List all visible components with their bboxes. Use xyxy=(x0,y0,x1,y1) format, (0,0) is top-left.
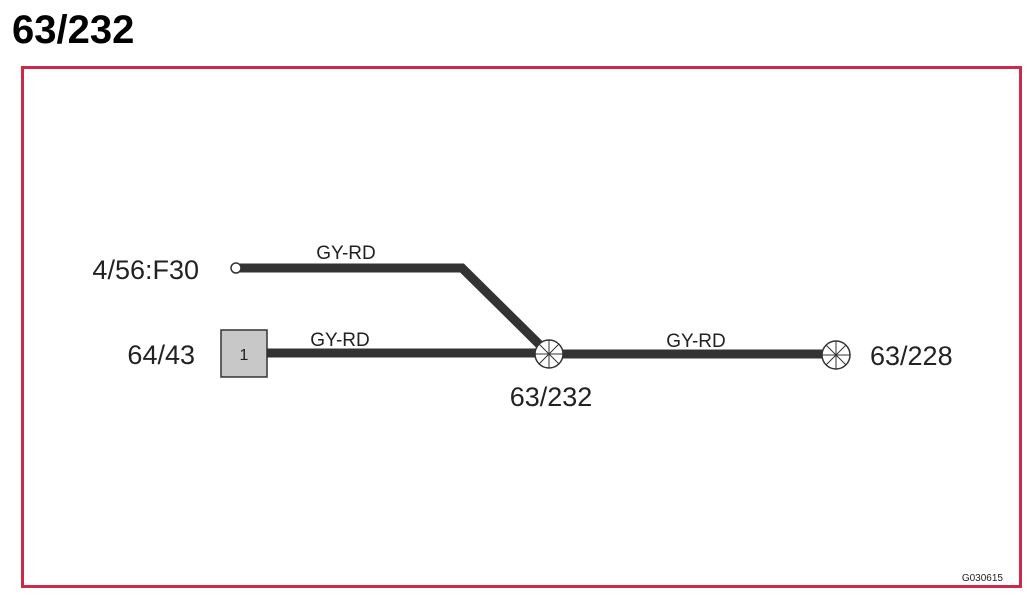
terminal-end-icon xyxy=(230,262,242,274)
splice-end-icon xyxy=(821,340,851,370)
terminal-label-left-bottom: 64/43 xyxy=(127,340,195,370)
wire-upper-label: GY-RD xyxy=(316,243,375,264)
figure-id: G030615 xyxy=(962,573,1004,584)
terminal-label-left-top: 4/56:F30 xyxy=(92,255,199,285)
connector-pin-label: 1 xyxy=(240,347,249,364)
splice-icon xyxy=(534,339,564,369)
page-title: 63/232 xyxy=(12,8,135,52)
connector-64-43: 1 xyxy=(220,329,268,378)
wire-upper xyxy=(240,263,552,357)
wire-right-label: GY-RD xyxy=(666,331,725,352)
splice-right-label: 63/228 xyxy=(870,341,953,371)
splice-center-label: 63/232 xyxy=(510,382,593,412)
wire-lower-label: GY-RD xyxy=(310,330,369,351)
